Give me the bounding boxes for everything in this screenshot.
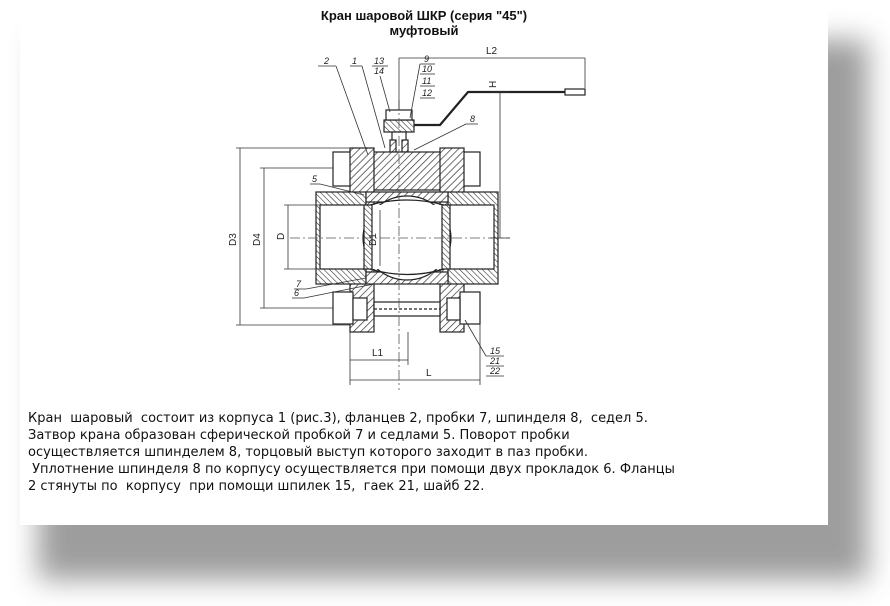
- description-line-5: 2 стянуты по корпусу при помощи шпилек 1…: [28, 479, 485, 494]
- dim-H: H: [488, 81, 499, 88]
- callout-leaders: [292, 63, 504, 377]
- dim-D3: D3: [228, 233, 239, 246]
- title-line-1: Кран шаровой ШКР (серия "45"): [320, 8, 528, 23]
- description-line-3: осуществляется шпинделем 8, торцовый выс…: [28, 445, 588, 460]
- dim-L: L: [426, 368, 432, 379]
- callout-15: 15: [490, 346, 501, 356]
- dim-D4: D4: [252, 233, 263, 246]
- callout-7: 7: [296, 279, 302, 289]
- callout-12: 12: [422, 88, 432, 98]
- callout-22: 22: [489, 366, 500, 376]
- callout-10: 10: [422, 64, 432, 74]
- dim-D1: D1: [368, 233, 379, 246]
- ball-valve-drawing: L2 H D3 D4 D D1 L1 L 2 1 13 14 9 10 11 1…: [228, 46, 586, 390]
- title-line-2: муфтовый: [389, 23, 459, 38]
- callout-6: 6: [294, 288, 299, 298]
- callout-21: 21: [489, 356, 500, 366]
- callout-13: 13: [374, 56, 384, 66]
- valve-handle: [398, 88, 586, 127]
- callout-2: 2: [323, 56, 329, 66]
- dimension-lines: [236, 57, 586, 385]
- description-line-4: Уплотнение шпинделя 8 по корпусу осущест…: [28, 462, 675, 477]
- callout-11: 11: [422, 76, 431, 86]
- dim-L2: L2: [486, 46, 498, 57]
- description-line-1: Кран шаровый состоит из корпуса 1 (рис.3…: [28, 411, 648, 426]
- document-card: Кран шаровой ШКР (серия "45") муфтовый: [20, 0, 828, 525]
- callout-9: 9: [424, 54, 429, 64]
- dim-D: D: [276, 233, 287, 240]
- dim-L1: L1: [372, 348, 384, 359]
- callout-14: 14: [374, 66, 384, 76]
- center-lines: [290, 100, 510, 390]
- callout-5: 5: [312, 174, 318, 184]
- description-line-2: Затвор крана образован сферической пробк…: [28, 428, 570, 443]
- drawing-title: Кран шаровой ШКР (серия "45") муфтовый: [20, 8, 828, 38]
- callout-1: 1: [352, 56, 357, 66]
- bottom-stud: [332, 291, 481, 325]
- callout-8: 8: [470, 114, 475, 124]
- description-text: Кран шаровый состоит из корпуса 1 (рис.3…: [28, 410, 818, 495]
